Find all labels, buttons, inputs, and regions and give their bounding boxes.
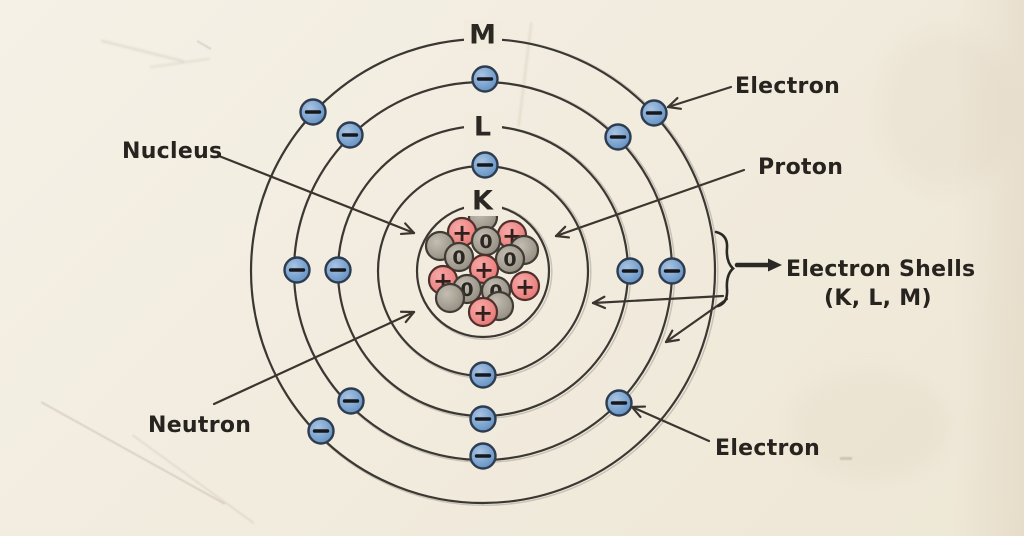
arrow-barb: [666, 105, 682, 110]
proton: +: [509, 270, 541, 302]
neutron: 0: [494, 243, 526, 275]
nucleon-body: [467, 296, 499, 328]
shell-pointer-arrow-1: [591, 294, 725, 310]
neutron: 0: [443, 241, 475, 273]
arrow-barb: [591, 301, 607, 310]
electrons: [283, 65, 686, 470]
nucleus-label: Nucleus: [122, 139, 222, 164]
shell-label-L: L: [474, 112, 492, 143]
nucleon-body: [509, 270, 541, 302]
proton: +: [446, 216, 478, 248]
shell-label-mask-M: [464, 20, 502, 50]
electron: [471, 151, 499, 179]
shells-label-arrow: [734, 258, 782, 272]
electron: [640, 99, 668, 127]
electron: [605, 389, 633, 417]
shell-label-mask-K: [464, 186, 502, 216]
electron: [324, 256, 352, 284]
arrow-barb: [630, 405, 642, 419]
electron: [469, 442, 497, 470]
arrow-line: [212, 310, 416, 406]
neutron-label: Neutron: [148, 413, 251, 438]
electron: [336, 121, 364, 149]
plus-symbol: +: [474, 256, 494, 284]
electron: [471, 65, 499, 93]
arrow-line: [591, 294, 725, 305]
arrow-barb: [554, 234, 571, 239]
electron-label-top: Electron: [735, 74, 840, 99]
electron-arrow-top: [666, 85, 733, 110]
arrow-barb: [591, 295, 606, 305]
arrow-barb: [554, 225, 567, 238]
zero-symbol: 0: [452, 247, 465, 269]
arrow-line: [666, 85, 733, 109]
arrow-line: [554, 168, 746, 238]
arrow-barb: [399, 231, 416, 236]
electron: [604, 123, 632, 151]
electron: [616, 257, 644, 285]
shell-label-mask-L: [464, 112, 502, 142]
neutron: [434, 282, 466, 314]
arrow-line: [217, 154, 416, 235]
electron-shells-title: Electron Shells: [786, 257, 975, 282]
electron: [658, 257, 686, 285]
plus-symbol: +: [452, 219, 472, 247]
proton-label: Proton: [758, 155, 843, 180]
arrow-barb: [666, 96, 679, 109]
arrow-barb: [404, 222, 416, 235]
shell-letter-labels: K L M: [464, 20, 502, 217]
electron-label-bottom: Electron: [715, 436, 820, 461]
proton: +: [468, 253, 500, 285]
electron: [337, 387, 365, 415]
electron: [299, 98, 327, 126]
electron: [307, 417, 335, 445]
proton: +: [467, 296, 499, 328]
shell-label-M: M: [469, 20, 497, 51]
electron: [283, 256, 311, 284]
neutron-arrow: [212, 310, 416, 406]
plus-symbol: +: [515, 273, 535, 301]
zero-symbol: 0: [479, 231, 492, 253]
arrow-line: [630, 405, 711, 443]
electron: [469, 405, 497, 433]
nucleus-cluster: ++000+++00+: [424, 201, 541, 328]
shell-label-K: K: [472, 186, 494, 217]
neutron: 0: [470, 225, 502, 257]
zero-symbol: 0: [503, 249, 516, 271]
electron: [469, 361, 497, 389]
curly-brace: [714, 230, 735, 308]
plus-symbol: +: [473, 299, 493, 327]
electron-shells-subtitle: (K, L, M): [824, 286, 932, 311]
proton-arrow: [554, 168, 746, 239]
electron-arrow-bottom: [630, 405, 711, 443]
nucleon-body: [434, 282, 466, 314]
nucleon-body: [443, 241, 475, 273]
arrow-head: [768, 258, 782, 272]
arrow-barb: [664, 329, 674, 344]
nucleus-arrow: [217, 154, 416, 236]
nucleon-body: [494, 243, 526, 275]
arrow-barb: [404, 310, 416, 324]
arrow-barb: [664, 338, 680, 344]
